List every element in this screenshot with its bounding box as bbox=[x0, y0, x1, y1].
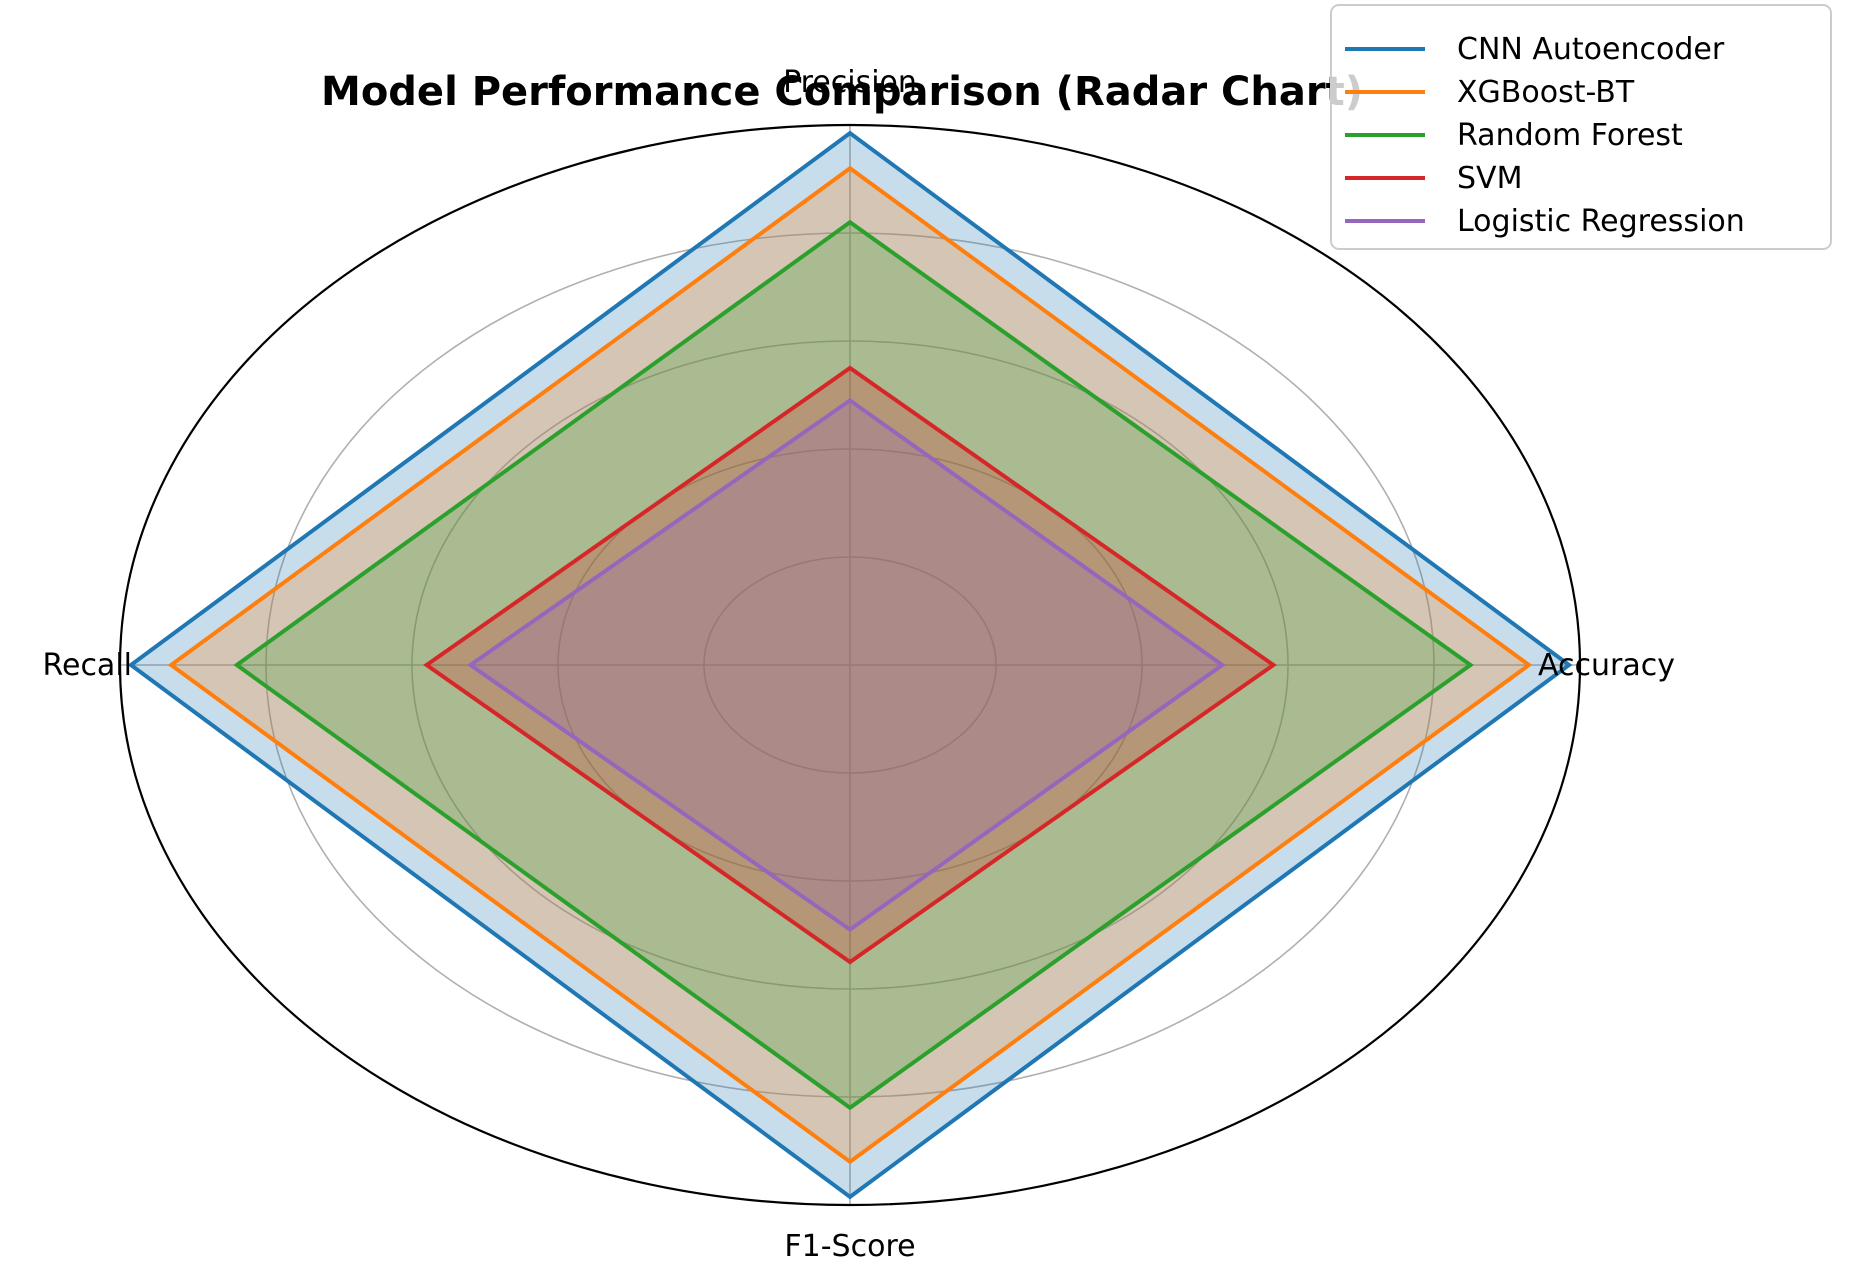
axis-label-precision: Precision bbox=[783, 65, 917, 100]
grid-layer bbox=[118, 123, 1582, 1207]
chart-title: Model Performance Comparison (Radar Char… bbox=[321, 69, 1363, 115]
series-line-2 bbox=[233, 219, 1474, 1111]
axis-label-recall: Recall bbox=[42, 648, 132, 683]
legend-label-2: Random Forest bbox=[1457, 118, 1683, 153]
outer-frame bbox=[118, 123, 1582, 1207]
series-line-4 bbox=[466, 397, 1226, 933]
legend-label-4: Logistic Regression bbox=[1457, 204, 1745, 239]
legend-label-1: XGBoost-BT bbox=[1457, 75, 1635, 110]
axis-label-accuracy: Accuracy bbox=[1538, 648, 1675, 683]
series-line-0 bbox=[127, 130, 1573, 1200]
legend-label-0: CNN Autoencoder bbox=[1457, 32, 1725, 67]
series-layer bbox=[127, 130, 1573, 1200]
series-line-1 bbox=[167, 165, 1533, 1165]
axis-label-f1-score: F1-Score bbox=[784, 1229, 915, 1264]
legend-label-3: SVM bbox=[1457, 161, 1522, 196]
series-line-3 bbox=[423, 365, 1277, 965]
legend-box bbox=[1330, 4, 1832, 250]
